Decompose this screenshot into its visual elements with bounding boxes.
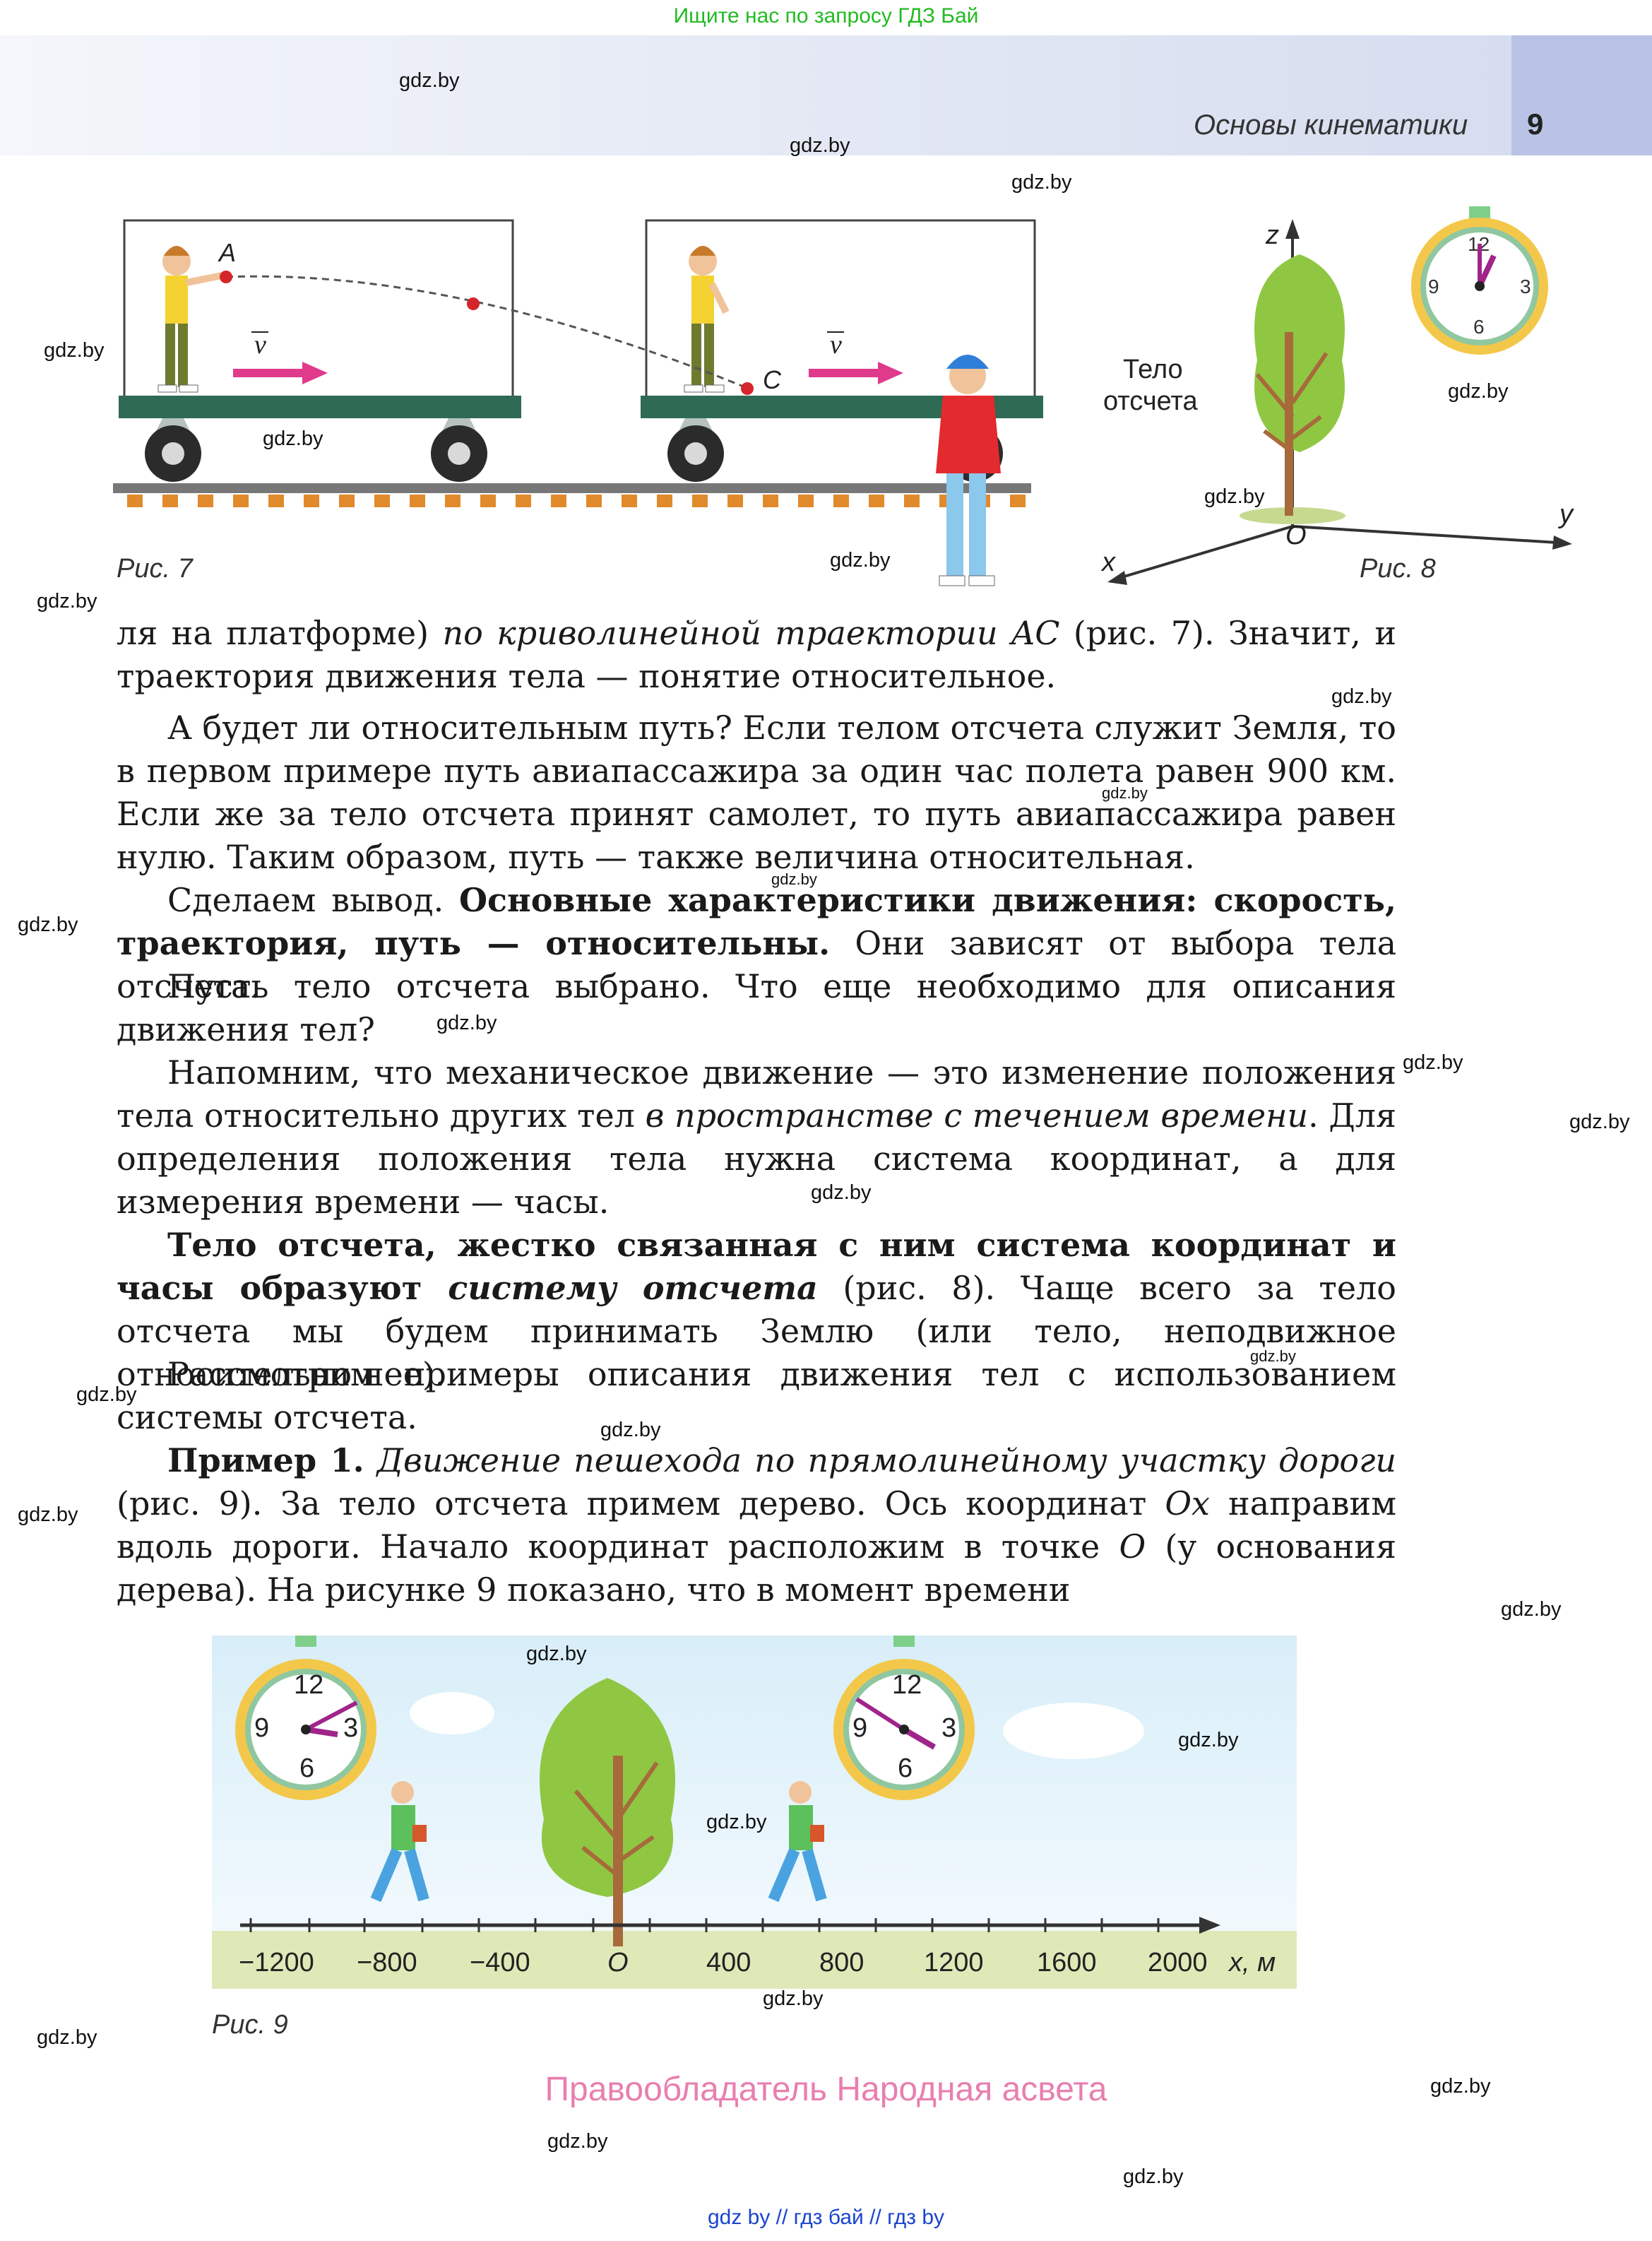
watermark: gdz.by [811,1181,872,1204]
watermark: gdz.by [1123,2165,1184,2188]
watermark: gdz.by [263,427,323,450]
paragraph-7: Рассмотрим примеры описания движения тел… [117,1355,1396,1436]
figure-8-caption: Рис. 8 [1360,554,1436,584]
velocity-label-1: v [254,330,266,360]
tick-1600: 1600 [1037,1948,1097,1977]
watermark: gdz.by [18,913,78,936]
reference-body-label-1: Тело [1123,355,1183,384]
figure-7-illustration: A C v v [113,219,1043,586]
axis-x-label: x [1100,548,1117,577]
running-title: Основы кинематики [1194,110,1468,141]
footer-links[interactable]: gdz by // гдз бай // гдз by [707,2206,945,2229]
page-number: 9 [1527,107,1544,141]
clock-icon-1: 12 3 6 9 [235,1636,376,1800]
svg-text:6: 6 [1473,316,1485,338]
watermark: gdz.by [1430,2075,1491,2098]
copyright-notice: Правообладатель Народная асвета [545,2071,1107,2108]
svg-text:9: 9 [852,1713,867,1743]
paragraph-4: Пусть тело отсчета выбрано. Что еще необ… [117,967,1396,1048]
figure-8-illustration: z y x O Тело отсчета 12 3 6 9 [1100,206,1574,585]
tick-m800: −800 [357,1948,417,1977]
tick-400: 400 [706,1948,751,1977]
watermark: gdz.by [1501,1598,1562,1621]
watermark: gdz.by [1448,380,1509,403]
axis-x-unit-label: x, м [1228,1948,1276,1977]
reference-body-label-2: отсчета [1103,386,1198,416]
tick-origin: O [607,1948,629,1977]
axis-y-label: y [1557,499,1574,529]
svg-text:6: 6 [299,1754,314,1783]
watermark: gdz.by [1102,784,1148,802]
paragraph-3: Сделаем вывод. Основные характеристики д… [117,881,1396,1005]
top-banner: Ищите нас по запросу ГДЗ Бай [673,4,979,28]
velocity-label-2: v [830,330,842,360]
point-a-label: A [218,238,236,267]
watermark: gdz.by [18,1503,78,1526]
watermark: gdz.by [1204,485,1265,508]
watermark: gdz.by [706,1811,767,1833]
svg-text:9: 9 [254,1713,269,1743]
watermark: gdz.by [763,1987,824,2010]
watermark: gdz.by [547,2130,608,2153]
tick-m400: −400 [470,1948,530,1977]
watermark: gdz.by [1569,1111,1630,1133]
figure-7-caption: Рис. 7 [117,554,193,584]
watermark: gdz.by [37,2026,97,2049]
point-c-label: C [763,365,782,394]
tick-800: 800 [819,1948,864,1977]
watermark: gdz.by [76,1383,137,1406]
svg-text:9: 9 [1428,276,1439,297]
pedestrian-1 [370,1781,429,1903]
header-page-tab [1511,35,1652,155]
boy-thrower-1 [158,246,222,393]
watermark: gdz.by [1331,685,1392,708]
watermark: gdz.by [1011,171,1072,194]
watermark: gdz.by [399,69,460,92]
watermark: gdz.by [1250,1347,1296,1365]
paragraph-6: Тело отсчета, жестко связанная с ним сис… [117,1226,1396,1393]
tick-2000: 2000 [1148,1948,1208,1977]
watermark: gdz.by [790,134,850,157]
watermark: gdz.by [436,1012,497,1034]
svg-text:3: 3 [941,1713,956,1743]
figure-9-caption: Рис. 9 [212,2010,288,2040]
watermark: gdz.by [771,870,817,888]
svg-text:12: 12 [892,1670,922,1700]
clock-icon-2: 12 3 6 9 [833,1636,975,1800]
clock-icon: 12 3 6 9 [1411,206,1548,355]
axis-z-label: z [1265,220,1279,250]
watermark: gdz.by [1178,1729,1239,1751]
paragraph-8: Пример 1. Движение пешехода по прямолине… [117,1441,1396,1609]
watermark: gdz.by [1403,1051,1463,1074]
tick-1200: 1200 [924,1948,984,1977]
watermark: gdz.by [44,339,105,362]
watermark: gdz.by [830,549,891,572]
watermark: gdz.by [37,590,97,613]
header-band [0,35,1511,155]
watermark: gdz.by [526,1643,587,1665]
svg-text:3: 3 [343,1713,358,1743]
origin-label: O [1285,521,1307,550]
svg-text:6: 6 [898,1754,913,1783]
tick-m1200: −1200 [239,1948,314,1977]
paragraph-5: Напомним, что механическое движение — эт… [117,1053,1397,1221]
pedestrian-2 [768,1781,827,1903]
paragraph-1: ля на платформе) по криволинейной траект… [117,614,1396,695]
svg-text:3: 3 [1520,276,1531,297]
observer-boy [936,355,1001,586]
svg-text:12: 12 [294,1670,323,1700]
watermark: gdz.by [600,1419,661,1441]
paragraph-2: А будет ли относительным путь? Если тело… [117,709,1396,876]
figure-9-illustration: 12 3 6 9 12 3 6 9 −1200 −800 −400 O 400 … [212,1636,1297,1989]
